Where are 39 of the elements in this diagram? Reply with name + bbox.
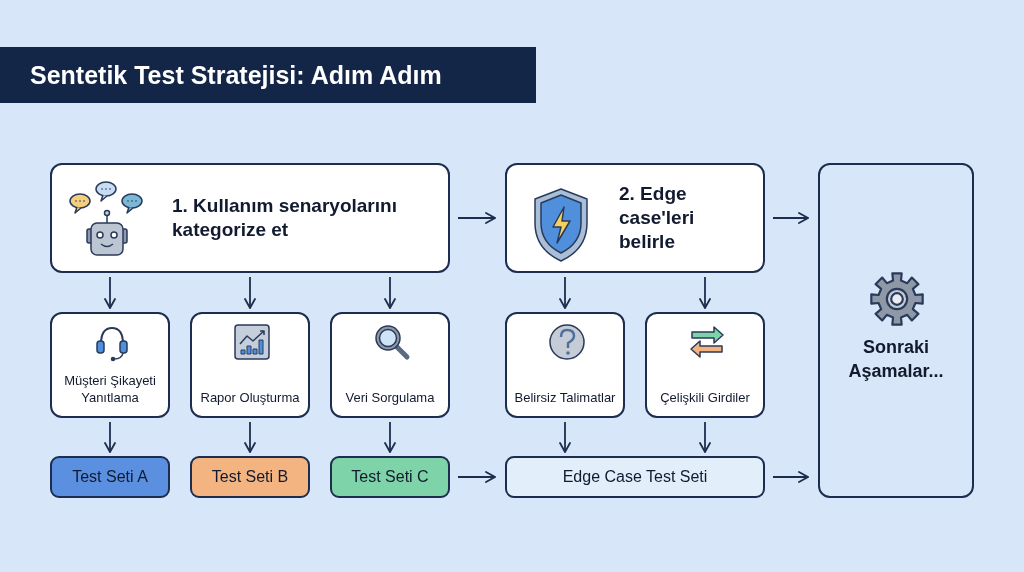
step-title: 1. Kullanım senaryolarını kategorize et bbox=[172, 194, 398, 242]
arrow bbox=[104, 276, 116, 309]
category-label: Veri Sorgulama bbox=[344, 389, 436, 406]
arrow bbox=[559, 421, 571, 453]
arrow bbox=[559, 276, 571, 309]
category-label: Belirsiz Talimatlar bbox=[513, 389, 617, 406]
category-label: Çelişkili Girdiler bbox=[659, 389, 751, 406]
arrow bbox=[457, 471, 496, 483]
test-set-label: Edge Case Test Seti bbox=[561, 468, 709, 486]
category-card bbox=[190, 312, 310, 418]
category-card bbox=[50, 312, 170, 418]
stage-panel bbox=[818, 163, 974, 498]
test-set-box bbox=[50, 456, 170, 498]
process-box bbox=[50, 163, 450, 273]
arrow bbox=[772, 471, 809, 483]
category-label: Rapor Oluşturma bbox=[199, 389, 301, 406]
test-set-label: Test Seti B bbox=[210, 468, 290, 486]
test-set-label: Test Seti A bbox=[71, 468, 149, 486]
arrow bbox=[244, 276, 256, 309]
arrow bbox=[384, 421, 396, 453]
arrow bbox=[244, 421, 256, 453]
arrow bbox=[772, 212, 809, 224]
step-title: 2. Edge case'leri belirle bbox=[619, 182, 696, 254]
stage-title: Sonraki Aşamalar... bbox=[847, 336, 945, 383]
test-set-box bbox=[330, 456, 450, 498]
category-card bbox=[505, 312, 625, 418]
arrow bbox=[699, 276, 711, 309]
test-set-box bbox=[190, 456, 310, 498]
arrow bbox=[384, 276, 396, 309]
category-card bbox=[645, 312, 765, 418]
test-set-box bbox=[505, 456, 765, 498]
arrow bbox=[457, 212, 496, 224]
category-card bbox=[330, 312, 450, 418]
arrow bbox=[104, 421, 116, 453]
title-banner: Sentetik Test Stratejisi: Adım Adım bbox=[0, 47, 536, 103]
process-box bbox=[505, 163, 765, 273]
arrow bbox=[699, 421, 711, 453]
category-label: Müşteri Şikayeti Yanıtlama bbox=[63, 372, 157, 406]
test-set-label: Test Seti C bbox=[350, 468, 430, 486]
